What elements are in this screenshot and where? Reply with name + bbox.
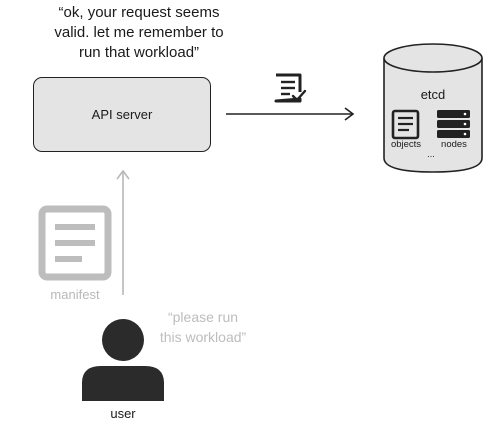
- api-to-etcd-arrow: [226, 107, 355, 121]
- user-person-icon: [82, 319, 164, 401]
- user-label: user: [110, 406, 136, 421]
- more-items-label: ...: [427, 149, 435, 159]
- user-quote: “please run this workload”: [159, 309, 247, 345]
- etcd-label: etcd: [420, 87, 446, 102]
- manifest-to-api-arrow: [116, 169, 130, 295]
- manifest-document-icon: [38, 205, 112, 281]
- api-server-quote: “ok, your request seems valid. let me re…: [54, 4, 224, 61]
- api-server-box: API server: [33, 77, 211, 152]
- objects-document-icon: [391, 109, 420, 140]
- etcd-database: [383, 43, 483, 173]
- nodes-label: nodes: [441, 139, 467, 150]
- nodes-server-icon: [437, 110, 470, 138]
- api-server-label: API server: [91, 107, 153, 122]
- document-check-icon: [274, 73, 307, 103]
- objects-label: objects: [390, 139, 422, 150]
- manifest-label: manifest: [50, 287, 100, 302]
